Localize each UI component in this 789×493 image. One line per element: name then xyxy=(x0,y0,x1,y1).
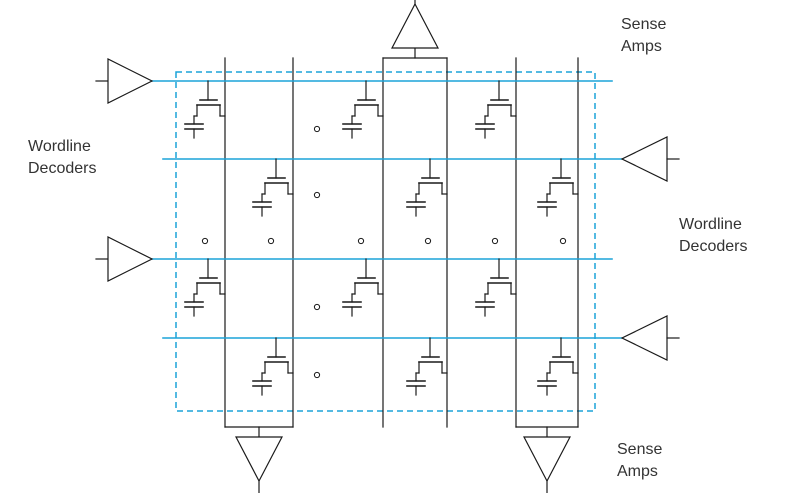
wordline-decoders-right-line1: Wordline xyxy=(679,216,742,233)
memory-cell xyxy=(406,337,448,396)
unused-cell-marker xyxy=(313,125,321,133)
memory-cell xyxy=(184,80,226,139)
memory-cell xyxy=(406,158,448,217)
wordline-driver-icon xyxy=(95,58,154,104)
sense-amps-bottom-label: Sense Amps xyxy=(617,439,662,483)
memory-cell xyxy=(184,258,226,317)
wordline-driver-icon xyxy=(620,315,680,361)
unused-cell-marker xyxy=(201,237,209,245)
unused-cell-marker xyxy=(313,191,321,199)
unused-cell-marker xyxy=(357,237,365,245)
memory-cell xyxy=(252,158,294,217)
unused-cell-marker xyxy=(313,371,321,379)
unused-cell-marker xyxy=(491,237,499,245)
array-boundary xyxy=(175,71,596,412)
wordline-decoders-right-line2: Decoders xyxy=(679,238,748,255)
sense-amplifier-icon xyxy=(515,426,579,493)
unused-cell-marker xyxy=(559,237,567,245)
sense-amplifier-icon xyxy=(382,0,448,59)
sense-amps-bottom-line2: Amps xyxy=(617,463,658,480)
memory-cell xyxy=(342,80,384,139)
unused-cell-marker xyxy=(267,237,275,245)
wordline-driver-icon xyxy=(95,236,154,282)
wordline-decoders-left-label: Wordline Decoders xyxy=(28,136,96,180)
memory-cell xyxy=(252,337,294,396)
memory-cell xyxy=(475,258,517,317)
wordline-decoders-left-line1: Wordline xyxy=(28,138,91,155)
memory-cell xyxy=(342,258,384,317)
wordline-decoders-right-label: Wordline Decoders xyxy=(679,214,747,258)
sense-amps-bottom-line1: Sense xyxy=(617,441,663,458)
sense-amplifier-icon xyxy=(224,426,294,493)
wordline-driver-icon xyxy=(620,136,680,182)
unused-cell-marker xyxy=(424,237,432,245)
wordline-decoders-left-line2: Decoders xyxy=(28,160,97,177)
memory-cell xyxy=(475,80,517,139)
unused-cell-marker xyxy=(313,303,321,311)
memory-cell xyxy=(537,337,579,396)
sense-amps-top-line2: Amps xyxy=(621,38,662,55)
sense-amps-top-label: Sense Amps xyxy=(621,14,666,58)
memory-cell xyxy=(537,158,579,217)
sense-amps-top-line1: Sense xyxy=(621,16,667,33)
